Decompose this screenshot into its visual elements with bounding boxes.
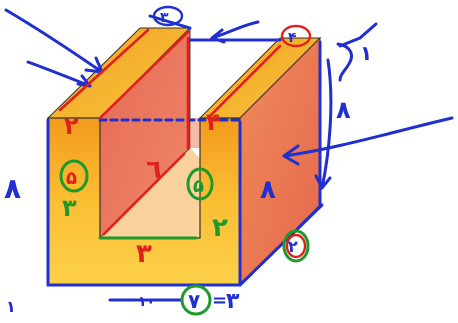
label-left-dim: ٨ — [4, 172, 21, 205]
label-left-arrow: ١ — [6, 297, 16, 316]
label-top-circled: ٣ — [160, 10, 169, 26]
label-front-left-digit: ٣ — [62, 194, 77, 222]
label-top-tail: ١ — [360, 41, 372, 65]
label-bottom-circled: ٧ — [188, 289, 200, 313]
label-top-right-circled: ۴ — [288, 30, 297, 46]
label-inner-top-red: ۴ — [206, 108, 221, 136]
label-bottom-right-circled: ٢ — [288, 237, 298, 256]
label-bottom-eq: = — [212, 290, 227, 311]
label-top-left-red: ٢ — [64, 112, 79, 140]
label-bottom-ten: ١٠ — [138, 294, 155, 310]
label-right-face-digit: ٨ — [260, 175, 276, 205]
label-right-dim: ٨ — [336, 96, 351, 124]
label-inner-right-circled: ۵ — [193, 176, 204, 197]
red-circles — [152, 5, 312, 259]
label-inner-right-digit: ٢ — [212, 213, 228, 243]
label-bottom-three: ٣ — [226, 289, 240, 314]
label-inner-bottom-red: ٣ — [136, 239, 152, 269]
green-annotations — [59, 159, 310, 316]
label-inner-diag-red: ٦ — [146, 155, 162, 185]
label-front-left-circled: ۵ — [66, 168, 77, 189]
red-annotations — [58, 28, 282, 236]
